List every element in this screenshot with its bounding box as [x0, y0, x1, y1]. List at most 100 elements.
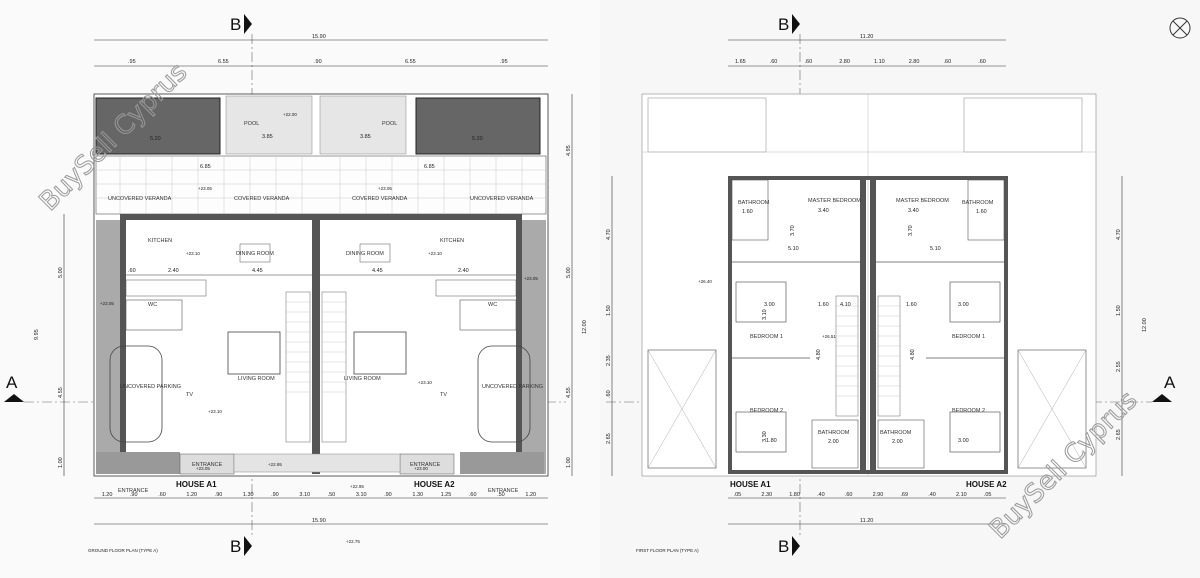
ground-dim-bottom-14: .50	[497, 492, 505, 498]
first-dim-bottom-9: .05	[984, 492, 992, 498]
level-5: +23.05	[100, 301, 114, 306]
first-dim-bottom-8: 2.10	[956, 492, 967, 498]
master-bedroom-right: MASTER BEDROOM	[896, 198, 949, 204]
pool-dim-left: 3.85	[262, 134, 273, 140]
first-dim-left-2: 2.35	[606, 355, 612, 366]
ground-dim-bottom-7: 3.10	[299, 492, 310, 498]
pool-width-left: 5.20	[150, 136, 161, 142]
house-a1-ground-label: HOUSE A1	[176, 480, 217, 489]
first-inner-dim-h: 4.80	[816, 349, 822, 360]
uncovered-veranda-left: UNCOVERED VERANDA	[108, 196, 172, 202]
bed2-dim-right: 3.00	[958, 438, 969, 444]
uncovered-parking-right: UNCOVERED PARKING	[482, 384, 543, 390]
first-dim-right-2: 12.00	[1142, 318, 1148, 332]
master-dim-left: 3.40	[818, 208, 829, 214]
bedroom1-right: BEDROOM 1	[952, 334, 985, 340]
first-dim-bottom-7: .40	[928, 492, 936, 498]
kitchen-right: KITCHEN	[440, 238, 464, 244]
bathroom-bottom-left: BATHROOM	[818, 430, 850, 436]
ground-dim-right-3: 4.55	[566, 387, 572, 398]
ground-dim-bottom-15: 1.20	[525, 492, 536, 498]
ground-dim-top-4: .95	[500, 59, 508, 65]
master-bedroom-left-1: MASTER BEDROOM	[808, 198, 861, 204]
first-inner-dim-h2: 4.80	[910, 349, 916, 360]
level-0: +22.00	[283, 112, 297, 117]
level-6: +23.05	[524, 276, 538, 281]
veranda-dim-left: 6.85	[200, 164, 211, 170]
pool-label-right: POOL	[382, 121, 397, 127]
bed2-dim-left: 1.80	[766, 438, 777, 444]
level-13: +23.00	[414, 466, 428, 471]
bed-dim-left: 3.00	[764, 302, 775, 308]
first-level-0: +26.40	[698, 279, 712, 284]
ground-dim-top-total: 15.90	[312, 34, 326, 40]
bath2-dim-right: 2.00	[892, 439, 903, 445]
section-b-marker-bottom-right: B	[778, 537, 789, 556]
first-dim-bottom-total: 11.20	[860, 518, 873, 524]
first-dim-top-total: 11.20	[860, 34, 873, 40]
master-width-left: 5.10	[788, 246, 799, 252]
first-dim-top-3: 2.80	[839, 59, 850, 65]
first-dim-right-3: 2.55	[1116, 361, 1122, 372]
bath2-dim-left: 2.00	[828, 439, 839, 445]
house-a2-ground-label: HOUSE A2	[414, 480, 455, 489]
stair-right	[321, 291, 347, 443]
level-9: +23.05	[196, 466, 210, 471]
tv-right: TV	[440, 392, 447, 398]
living-room-left: LIVING ROOM	[238, 376, 275, 382]
first-dim-bottom-0: .05	[734, 492, 742, 498]
first-dim-top-0: 1.65	[735, 59, 746, 65]
ground-dim-left-2: 4.55	[58, 387, 64, 398]
entrance-dim-label-left: ENTRANCE	[118, 488, 149, 494]
first-inner-dim-a2: 1.60	[906, 302, 917, 308]
ground-dim-bottom-total: 15.90	[312, 518, 326, 524]
first-dim-bottom-2: 1.80	[789, 492, 800, 498]
ground-dim-bottom-0: 1.20	[102, 492, 113, 498]
ground-dim-bottom-3: 1.20	[186, 492, 197, 498]
first-floor-caption: FIRST FLOOR PLAN (TYPE A)	[636, 548, 699, 553]
first-bed-h-left: 3.10	[762, 309, 768, 320]
dining-room-left: DINING ROOM	[236, 251, 274, 257]
uncovered-veranda-right: UNCOVERED VERANDA	[470, 196, 534, 202]
ground-dim-bottom-9: 3.10	[356, 492, 367, 498]
first-master-h-left: 3.70	[790, 225, 796, 236]
entrance-right: ENTRANCE	[410, 462, 441, 468]
sofa-right	[353, 331, 407, 375]
covered-veranda-left: COVERED VERANDA	[234, 196, 290, 202]
first-inner-dim-b: 4.10	[840, 302, 851, 308]
kitchen-dim-left: 2.40	[168, 268, 179, 274]
first-inner-dim-a: 1.60	[818, 302, 829, 308]
entrance-left: ENTRANCE	[192, 462, 223, 468]
first-dim-right-4: 2.65	[1116, 429, 1122, 440]
pool-left	[95, 97, 221, 155]
ground-dim-top-0: .95	[128, 59, 136, 65]
small-dim-left: .60	[128, 268, 136, 274]
ground-dim-right-0: 4.95	[566, 145, 572, 156]
first-dim-left-4: 2.65	[606, 433, 612, 444]
ground-dim-top-1: 6.55	[218, 59, 229, 65]
section-a-marker-left: A	[6, 373, 18, 392]
first-dim-right-1: 1.50	[1116, 305, 1122, 316]
wc-left: WC	[148, 302, 157, 308]
first-dim-bottom-3: .40	[817, 492, 825, 498]
ground-dim-bottom-5: 1.30	[243, 492, 254, 498]
bedroom1-left: BEDROOM 1	[750, 334, 783, 340]
stair-left	[285, 291, 311, 443]
entrance-dim-label-right: ENTRANCE	[488, 488, 519, 494]
dining-dim-left: 4.45	[252, 268, 263, 274]
ground-dim-left-0: 5.00	[58, 267, 64, 278]
north-compass-icon	[1169, 17, 1191, 39]
first-dim-left-0: 4.70	[606, 229, 612, 240]
ground-dim-top-2: .90	[314, 59, 322, 65]
first-bed2-h-left: 3.30	[762, 431, 768, 442]
bathroom-bottom-right: BATHROOM	[880, 430, 912, 436]
section-b-marker-top-right: B	[778, 15, 789, 34]
level-8: +23.10	[418, 380, 432, 385]
master-width-right: 5.10	[930, 246, 941, 252]
section-a-marker-right: A	[1164, 373, 1176, 392]
house-a1-first-label: HOUSE A1	[730, 480, 771, 489]
first-dim-right-0: 4.70	[1116, 229, 1122, 240]
first-master-h-right: 3.70	[908, 225, 914, 236]
